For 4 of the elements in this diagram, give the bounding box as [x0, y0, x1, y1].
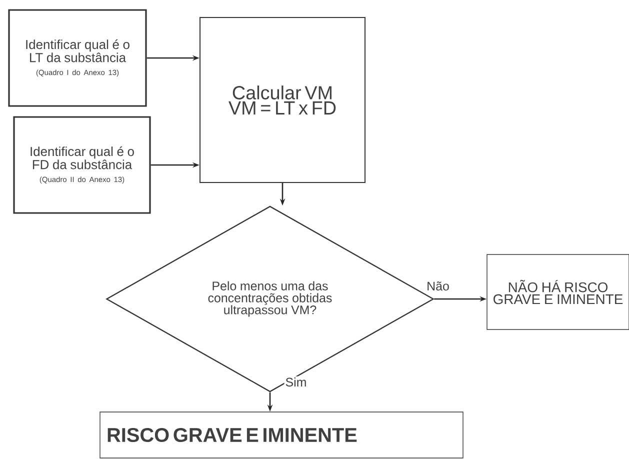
result-box: NÃO HÁ RISCO GRAVE E IMINENTE: [486, 254, 629, 330]
edge-label: Sim: [284, 376, 308, 388]
result-box: RISCO GRAVE E IMINENTE: [100, 412, 464, 458]
process-box: Calcular VM VM = LT x FD: [200, 17, 366, 183]
